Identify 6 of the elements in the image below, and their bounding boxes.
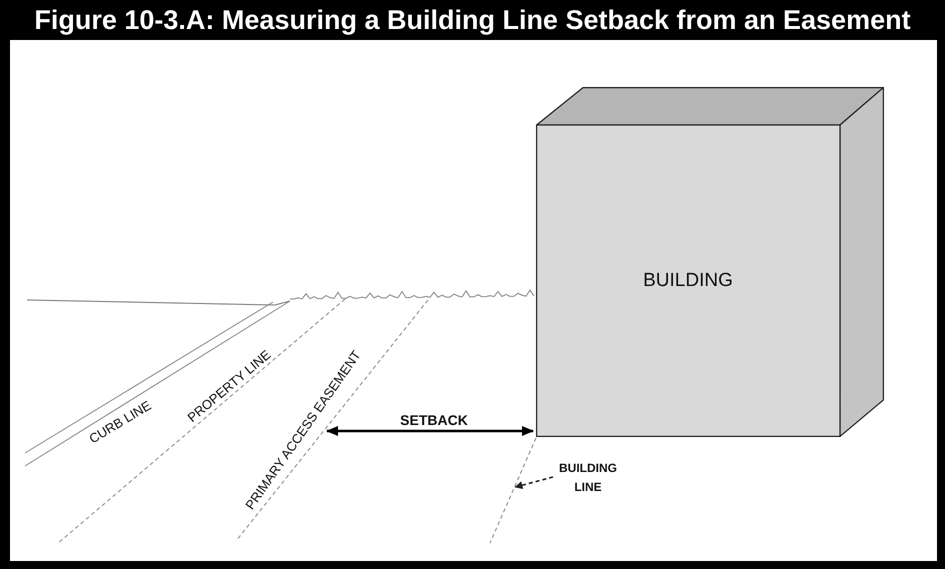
figure-title: Figure 10-3.A: Measuring a Building Line Setback from an Easement: [33, 4, 912, 37]
leader-arrow: [514, 476, 554, 490]
building-line: [490, 438, 536, 544]
callout-label: BUILDING LINE: [558, 460, 618, 496]
building-label: BUILDING: [643, 270, 733, 292]
dimension-label: SETBACK: [400, 412, 468, 428]
